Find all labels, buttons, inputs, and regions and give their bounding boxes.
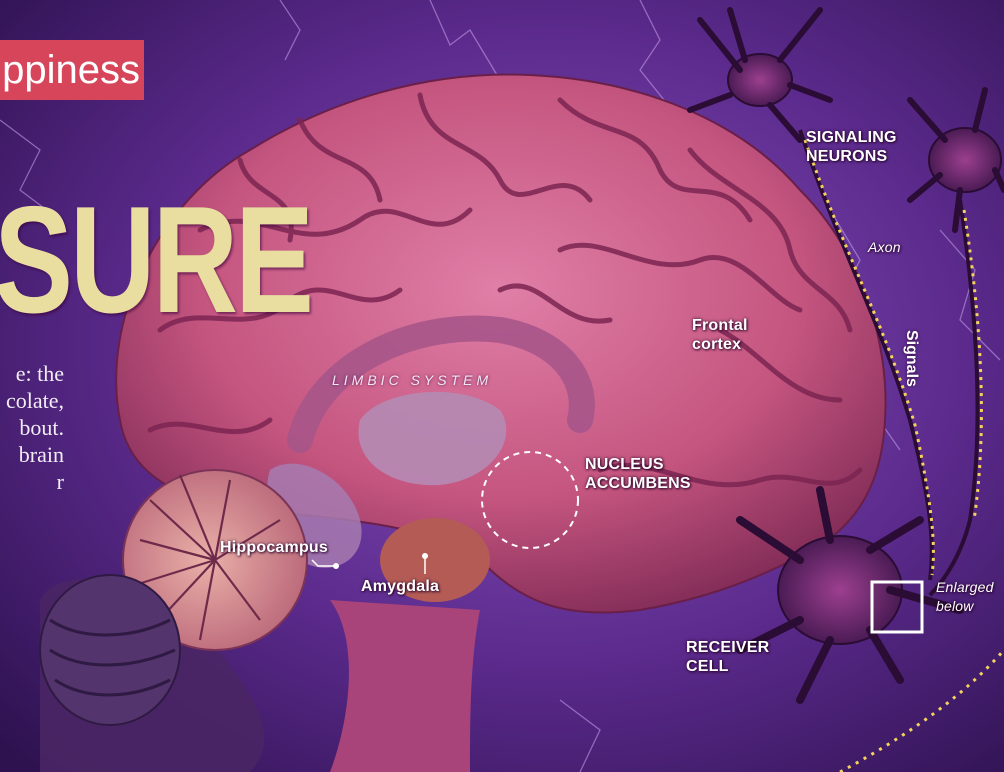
- brain-stem: [330, 600, 480, 772]
- brain-lower-lobe: [40, 575, 180, 725]
- hippocampus-label: Hippocampus: [220, 538, 328, 557]
- receiver-cell-label: RECEIVER CELL: [686, 638, 769, 676]
- section-tag-label: ppiness: [0, 44, 140, 96]
- body-line: colate,: [0, 387, 64, 414]
- enlarged-below-label: Enlarged below: [936, 578, 994, 616]
- amygdala-pointer-dot: [422, 553, 428, 559]
- axon-label: Axon: [868, 238, 901, 257]
- amygdala-label: Amygdala: [361, 577, 439, 596]
- signals-label: Signals: [902, 330, 920, 387]
- limbic-system-label: LIMBIC SYSTEM: [332, 372, 492, 388]
- signaling-neurons-label: SIGNALING NEURONS: [806, 128, 897, 166]
- body-text: e: the colate, bout. brain r: [0, 360, 64, 495]
- frontal-cortex-label: Frontal cortex: [692, 316, 748, 354]
- hippocampus-pointer-dot: [333, 563, 339, 569]
- body-line: r: [0, 468, 64, 495]
- body-line: e: the: [0, 360, 64, 387]
- body-line: brain: [0, 441, 64, 468]
- body-line: bout.: [0, 414, 64, 441]
- headline: SURE: [0, 185, 311, 335]
- nucleus-accumbens-label: NUCLEUS ACCUMBENS: [585, 455, 691, 493]
